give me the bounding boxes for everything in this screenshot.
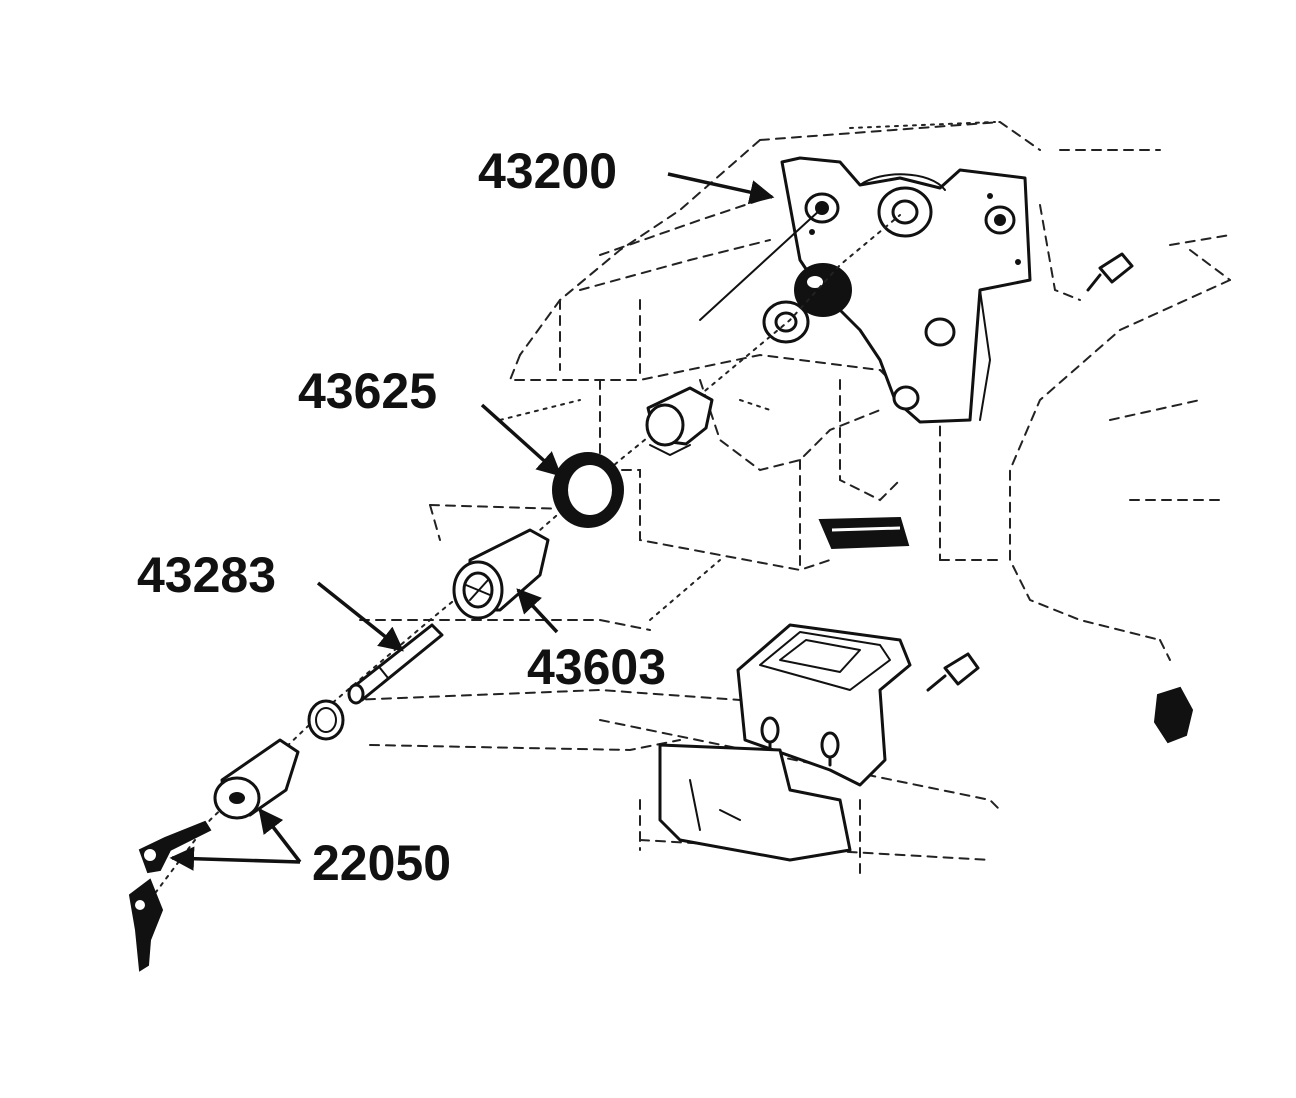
callout-label-43283: 43283 bbox=[137, 547, 276, 603]
arrow-22050-keys bbox=[169, 846, 301, 871]
bolt-bracket bbox=[926, 652, 980, 692]
bolt-top-right bbox=[1086, 252, 1134, 292]
callout-label-43200: 43200 bbox=[478, 143, 617, 199]
lock-cylinder-22050 bbox=[213, 738, 300, 820]
plate-axis-line bbox=[699, 209, 821, 321]
nut-bottom-right bbox=[1153, 686, 1194, 744]
arrow-43283 bbox=[316, 581, 404, 652]
arrow-43200 bbox=[667, 172, 775, 205]
mounting-plate-43200 bbox=[780, 156, 1032, 424]
callout-arrows bbox=[169, 172, 775, 871]
lock-housing-43603 bbox=[452, 528, 550, 620]
arrow-43603 bbox=[516, 588, 559, 634]
steering-bracket bbox=[658, 623, 912, 862]
rod-43283 bbox=[347, 623, 444, 705]
ignition-keys bbox=[128, 820, 212, 972]
arrow-43625 bbox=[480, 403, 562, 477]
coupling bbox=[645, 386, 714, 456]
washer bbox=[307, 699, 345, 741]
callout-label-43625: 43625 bbox=[298, 363, 437, 419]
vehicle-body-outline bbox=[349, 120, 1231, 881]
seal-ring-43625 bbox=[552, 452, 624, 528]
panel-slot bbox=[818, 516, 910, 550]
callout-label-43603: 43603 bbox=[527, 639, 666, 695]
callout-label-22050: 22050 bbox=[312, 835, 451, 891]
arrow-22050-cylinder bbox=[258, 808, 302, 864]
